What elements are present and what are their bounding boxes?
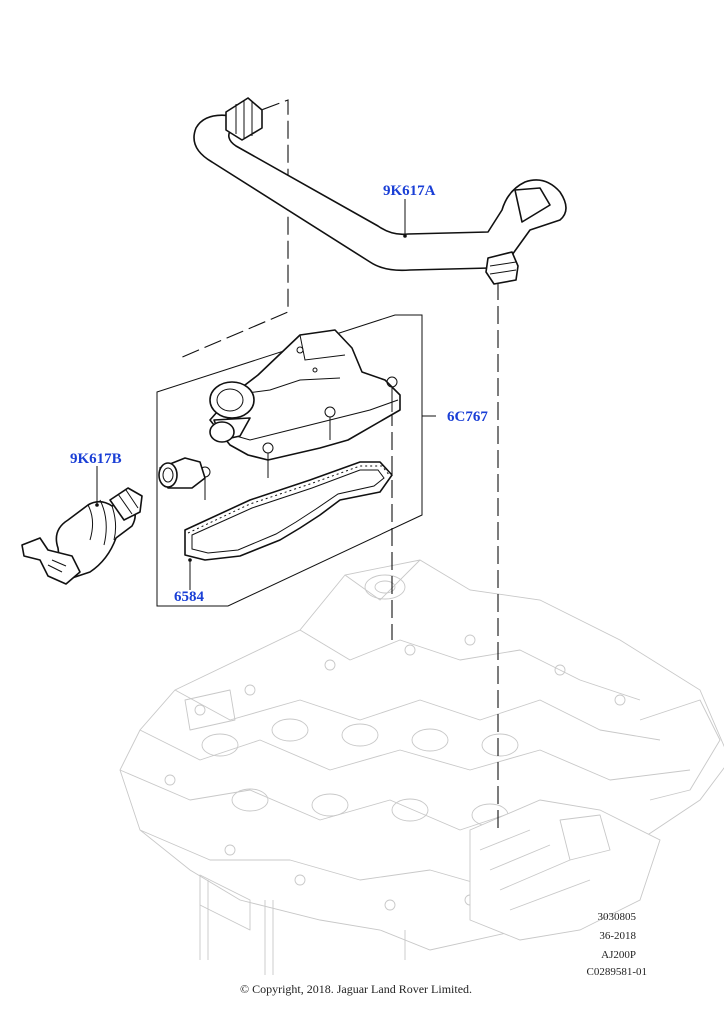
breather-hose-upper[interactable] xyxy=(193,97,567,285)
callout-gasket[interactable]: 6584 xyxy=(174,589,205,605)
cover-gasket[interactable] xyxy=(184,461,393,561)
reference-line-3: AJ200P xyxy=(601,949,636,961)
reference-line-1: 3030805 xyxy=(598,911,637,923)
callout-hose-lower[interactable]: 9K617B xyxy=(70,451,122,467)
hose-upper-connector-top xyxy=(225,97,263,141)
breather-hose-lower[interactable] xyxy=(21,487,143,585)
oil-separator-cover[interactable] xyxy=(156,314,423,607)
hose-upper-connector-bottom xyxy=(485,251,519,285)
engine-cylinder-head xyxy=(119,559,724,975)
copyright-notice: © Copyright, 2018. Jaguar Land Rover Lim… xyxy=(240,982,472,996)
reference-line-2: 36-2018 xyxy=(599,930,636,942)
leader-lines xyxy=(95,199,436,590)
callout-cover[interactable]: 6C767 xyxy=(447,409,488,425)
reference-line-4: C0289581-01 xyxy=(587,966,648,978)
reference-block: 3030805 36-2018 AJ200P C0289581-01 xyxy=(587,911,648,978)
callout-hose-upper[interactable]: 9K617A xyxy=(383,183,436,199)
